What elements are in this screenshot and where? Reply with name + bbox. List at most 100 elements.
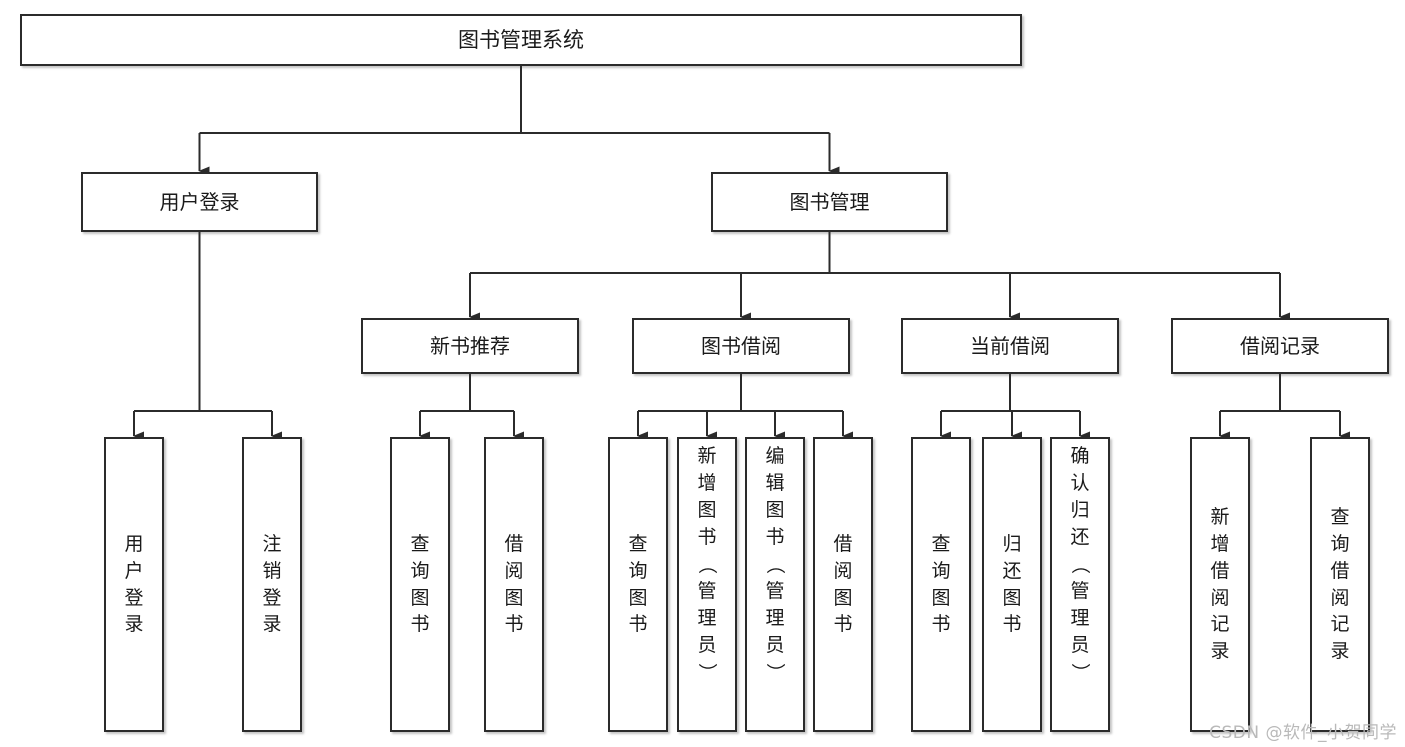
char: 阅 <box>1210 586 1230 609</box>
node-leaf_query_book_1[interactable]: 查询图书 <box>390 437 450 732</box>
char: 阅 <box>1330 586 1350 609</box>
char: 编 <box>765 445 785 467</box>
node-label-leaf_borrow_book_1: 借阅图书 <box>486 531 542 639</box>
char: 书 <box>1002 613 1022 636</box>
char: 理 <box>697 606 717 629</box>
char: 询 <box>410 559 430 582</box>
char: 书 <box>504 613 524 636</box>
char: 书 <box>410 613 430 636</box>
node-user_login[interactable]: 用户登录 <box>81 172 318 232</box>
char: 询 <box>931 559 951 582</box>
char: 理 <box>1070 606 1090 629</box>
char: 录 <box>1210 640 1230 663</box>
char: 登 <box>124 586 144 609</box>
node-label-leaf_add_book: 新增图书 （ 管理员 ） <box>679 443 735 686</box>
node-label-leaf_query_record: 查询借阅记录 <box>1312 504 1368 666</box>
char: ） <box>1069 662 1092 682</box>
char: 图 <box>931 586 951 609</box>
char: ） <box>696 662 719 682</box>
node-leaf_return_book[interactable]: 归还图书 <box>982 437 1042 732</box>
node-label-leaf_logout: 注销登录 <box>244 531 300 639</box>
char: 增 <box>1210 532 1230 555</box>
node-label-book_borrow: 图书借阅 <box>701 333 781 358</box>
char: 录 <box>124 613 144 636</box>
node-label-leaf_add_record: 新增借阅记录 <box>1192 504 1248 666</box>
char: 记 <box>1210 613 1230 636</box>
char: 认 <box>1070 471 1090 494</box>
char: 记 <box>1330 613 1350 636</box>
char: （ <box>764 554 787 574</box>
char: 书 <box>765 525 785 548</box>
node-book_mgmt[interactable]: 图书管理 <box>711 172 948 232</box>
char: 借 <box>1210 559 1230 582</box>
char: 录 <box>262 613 282 636</box>
node-leaf_query_book_2[interactable]: 查询图书 <box>608 437 668 732</box>
node-label-leaf_query_book_2: 查询图书 <box>610 531 666 639</box>
node-label-new_book_rec: 新书推荐 <box>430 333 510 358</box>
char: 借 <box>833 532 853 555</box>
node-leaf_query_book_3[interactable]: 查询图书 <box>911 437 971 732</box>
char: 员 <box>765 633 785 656</box>
char: 辑 <box>765 471 785 494</box>
char: 还 <box>1070 525 1090 548</box>
node-label-book_mgmt: 图书管理 <box>789 189 870 214</box>
node-current_borrow[interactable]: 当前借阅 <box>901 318 1119 374</box>
char: 增 <box>697 471 717 494</box>
char: 销 <box>262 559 282 582</box>
node-new_book_rec[interactable]: 新书推荐 <box>361 318 579 374</box>
char: 书 <box>833 613 853 636</box>
node-leaf_borrow_book_1[interactable]: 借阅图书 <box>484 437 544 732</box>
char: 新 <box>1210 505 1230 528</box>
node-root[interactable]: 图书管理系统 <box>20 14 1022 66</box>
char: 借 <box>504 532 524 555</box>
node-leaf_logout[interactable]: 注销登录 <box>242 437 302 732</box>
char: 确 <box>1070 445 1090 467</box>
node-label-leaf_query_book_3: 查询图书 <box>913 531 969 639</box>
node-leaf_add_book[interactable]: 新增图书 （ 管理员 ） <box>677 437 737 732</box>
char: 图 <box>504 586 524 609</box>
node-leaf_add_record[interactable]: 新增借阅记录 <box>1190 437 1250 732</box>
char: （ <box>1069 554 1092 574</box>
node-leaf_user_login[interactable]: 用户登录 <box>104 437 164 732</box>
char: （ <box>696 554 719 574</box>
node-label-leaf_confirm_return: 确认归还（管理员） <box>1052 443 1108 686</box>
char: 阅 <box>833 559 853 582</box>
node-leaf_borrow_book_2[interactable]: 借阅图书 <box>813 437 873 732</box>
char: 员 <box>1070 633 1090 656</box>
node-borrow_record[interactable]: 借阅记录 <box>1171 318 1389 374</box>
char: 图 <box>628 586 648 609</box>
node-label-user_login: 用户登录 <box>159 189 240 214</box>
char: 归 <box>1070 498 1090 521</box>
node-label-current_borrow: 当前借阅 <box>970 333 1050 358</box>
char: 书 <box>931 613 951 636</box>
node-label-leaf_return_book: 归还图书 <box>984 531 1040 639</box>
node-label-leaf_user_login: 用户登录 <box>106 531 162 639</box>
char: 图 <box>765 498 785 521</box>
char: 户 <box>124 559 144 582</box>
node-label-borrow_record: 借阅记录 <box>1240 333 1320 358</box>
char: 图 <box>410 586 430 609</box>
char: 查 <box>410 532 430 555</box>
char: 管 <box>765 579 785 602</box>
char: 新 <box>697 445 717 467</box>
char: 管 <box>697 579 717 602</box>
char: 书 <box>697 525 717 548</box>
node-label-root: 图书管理系统 <box>458 27 584 52</box>
char: 录 <box>1330 640 1350 663</box>
char: 用 <box>124 532 144 555</box>
char: 员 <box>697 633 717 656</box>
char: 查 <box>628 532 648 555</box>
node-leaf_edit_book[interactable]: 编辑图书（管理员） <box>745 437 805 732</box>
char: 书 <box>628 613 648 636</box>
node-book_borrow[interactable]: 图书借阅 <box>632 318 850 374</box>
node-label-leaf_edit_book: 编辑图书（管理员） <box>747 443 803 686</box>
char: 注 <box>262 532 282 555</box>
node-leaf_confirm_return[interactable]: 确认归还（管理员） <box>1050 437 1110 732</box>
char: 查 <box>931 532 951 555</box>
char: 图 <box>697 498 717 521</box>
node-leaf_query_record[interactable]: 查询借阅记录 <box>1310 437 1370 732</box>
char: 查 <box>1330 505 1350 528</box>
char: 理 <box>765 606 785 629</box>
char: 图 <box>1002 586 1022 609</box>
